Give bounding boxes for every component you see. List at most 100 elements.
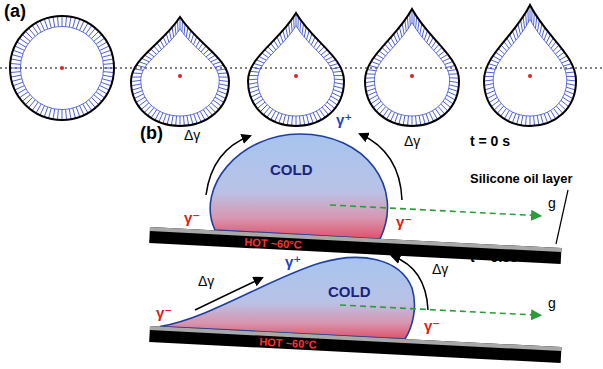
hatch-stroke	[103, 63, 113, 65]
hatch-stroke	[412, 116, 413, 126]
hatch-stroke	[160, 40, 164, 47]
hatch-stroke	[61, 110, 62, 120]
hatch-stroke	[219, 76, 229, 77]
hatching	[10, 16, 114, 120]
hatch-stroke	[163, 114, 166, 123]
hatch-stroke	[323, 53, 330, 58]
region-label: COLD	[270, 162, 313, 177]
hatch-stroke	[563, 64, 571, 66]
hatch-stroke	[395, 114, 398, 123]
hatch-stroke	[487, 94, 496, 99]
hatch-stroke	[302, 24, 303, 34]
hatch-stroke	[171, 116, 173, 126]
hatch-stroke	[169, 31, 171, 40]
hatch-stroke	[319, 47, 325, 53]
hatch-stroke	[197, 113, 201, 122]
hatch-stroke	[157, 43, 162, 50]
hatch-stroke	[100, 86, 109, 90]
hatch-stroke	[172, 27, 174, 37]
hatch-stroke	[204, 49, 210, 54]
hatch-stroke	[29, 28, 36, 36]
hatch-stroke	[131, 76, 141, 77]
tension-label: γ⁻	[156, 305, 172, 320]
hatch-stroke	[491, 60, 499, 63]
hatch-stroke	[91, 97, 98, 104]
hatch-stroke	[32, 25, 38, 34]
hatch-stroke	[556, 106, 563, 113]
hatch-stroke	[537, 115, 539, 125]
hatch-stroke	[432, 111, 437, 120]
hatch-stroke	[89, 28, 96, 36]
hatch-stroke	[567, 76, 576, 77]
hatch-stroke	[546, 35, 550, 43]
hatch-stroke	[163, 37, 166, 45]
hatch-stroke	[25, 31, 32, 38]
hatch-stroke	[15, 86, 24, 90]
hatch-stroke	[13, 50, 23, 54]
temperature-label: HOT ~60°C	[259, 336, 317, 350]
hatch-stroke	[333, 71, 342, 73]
hatch-stroke	[316, 111, 321, 120]
drop-outline	[248, 13, 344, 126]
hatch-stroke	[271, 111, 276, 120]
hatch-stroke	[148, 52, 154, 57]
gradient-label: Δγ	[432, 262, 448, 276]
hatch-stroke	[248, 83, 258, 85]
hatch-stroke	[567, 79, 576, 81]
hatch-stroke	[449, 77, 458, 78]
hatch-stroke	[103, 71, 113, 73]
hatch-stroke	[563, 97, 571, 102]
hatch-stroke	[316, 43, 321, 50]
hatch-stroke	[251, 67, 260, 69]
hatch-stroke	[262, 53, 269, 58]
hatch-stroke	[559, 103, 566, 110]
hatch-stroke	[255, 99, 263, 105]
hatch-stroke	[134, 94, 143, 98]
hatch-stroke	[134, 69, 143, 70]
hatch-stroke	[436, 47, 442, 53]
hatch-stroke	[441, 54, 448, 58]
hatch-stroke	[102, 55, 112, 58]
hatch-stroke	[448, 70, 457, 71]
hatch-stroke	[248, 79, 258, 81]
hatch-stroke	[286, 27, 288, 37]
droplet-outline	[210, 134, 387, 239]
hatch-stroke	[206, 108, 213, 116]
hatch-stroke	[447, 95, 456, 100]
hatch-stroke	[69, 17, 71, 27]
hatch-stroke	[103, 59, 113, 61]
hatch-stroke	[217, 69, 226, 70]
hatch-stroke	[251, 93, 260, 97]
hatch-stroke	[299, 116, 301, 126]
hatch-stroke	[201, 46, 206, 52]
hatch-stroke	[448, 92, 457, 96]
hatch-stroke	[397, 31, 400, 40]
hatch-stroke	[280, 34, 283, 42]
hatch-stroke	[86, 102, 92, 111]
hatch-stroke	[190, 115, 193, 125]
hatch-stroke	[542, 28, 545, 38]
hatch-stroke	[19, 92, 28, 98]
hatch-stroke	[151, 49, 157, 54]
hatch-stroke	[314, 40, 318, 47]
inner-contour	[374, 22, 449, 116]
hatch-stroke	[10, 63, 20, 65]
hatch-stroke	[80, 106, 84, 115]
hatch-stroke	[218, 72, 228, 74]
hatch-stroke	[151, 110, 157, 118]
hatch-stroke	[259, 56, 266, 60]
hatch-stroke	[443, 58, 451, 62]
hatch-stroke	[537, 20, 539, 31]
hatch-stroke	[40, 106, 44, 115]
hatch-stroke	[200, 111, 205, 120]
hatch-stroke	[103, 75, 113, 77]
hatch-stroke	[189, 31, 191, 40]
hatch-stroke	[213, 62, 221, 65]
hatch-stroke	[446, 65, 455, 67]
hatch-stroke	[194, 114, 197, 123]
hatch-stroke	[19, 38, 28, 44]
hatch-stroke	[166, 34, 169, 42]
hatch-stroke	[426, 114, 429, 123]
hatch-stroke	[322, 107, 329, 115]
tension-label: γ⁺	[285, 254, 301, 269]
